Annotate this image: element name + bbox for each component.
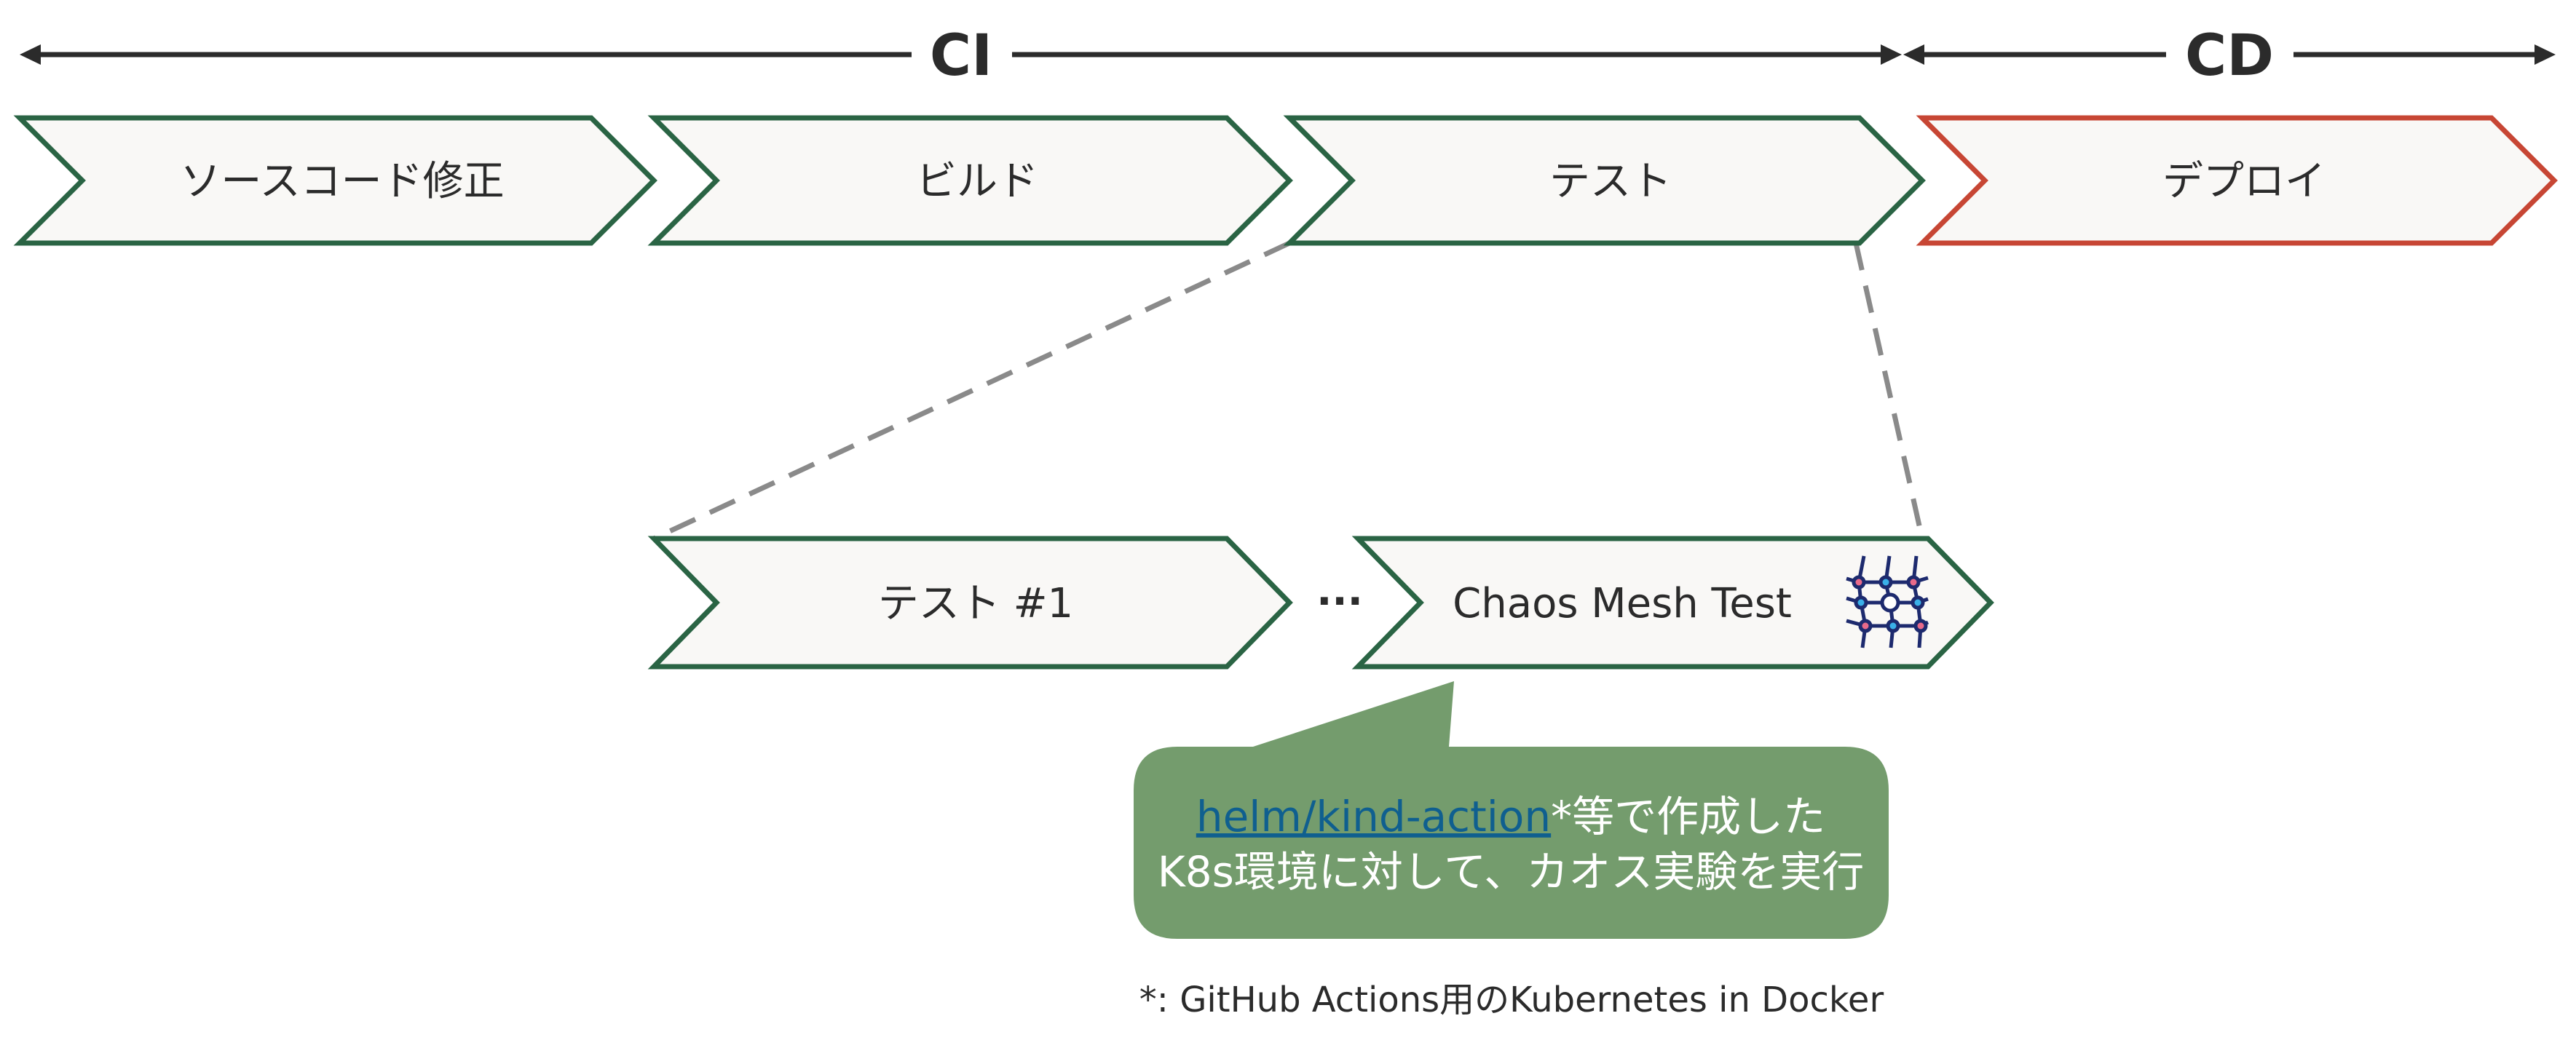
- zoom-line-right: [1853, 242, 1925, 539]
- step-label: Chaos Mesh Test: [1453, 580, 1792, 627]
- helm-kind-action-link[interactable]: helm/kind-action: [1196, 792, 1551, 841]
- step-label: テスト: [1549, 158, 1672, 205]
- arrow-left-head-icon: [1903, 44, 1924, 65]
- step-label: テスト #1: [878, 580, 1073, 627]
- zoom-line-left: [652, 240, 1291, 541]
- cd-label: CD: [2185, 23, 2274, 89]
- step-label: ソースコード修正: [180, 158, 504, 205]
- pipeline-step-deploy: デプロイ: [1916, 115, 2558, 246]
- callout-line-2: K8s環境に対して、カオス実験を実行: [1158, 847, 1865, 897]
- pipeline-step-source-edit: ソースコード修正: [13, 115, 657, 246]
- test-step-1: テスト #1: [647, 536, 1293, 670]
- arrow-left-head-icon: [20, 44, 41, 65]
- callout-bubble: helm/kind-action*等で作成した K8s環境に対して、カオス実験を…: [1134, 681, 1889, 939]
- step-label: ビルド: [916, 158, 1038, 205]
- ci-label: CI: [930, 23, 992, 89]
- callout-line-1-rest: *等で作成した: [1551, 792, 1825, 841]
- arrow-right-head-icon: [2534, 44, 2556, 65]
- chaos-mesh-logo-icon: [1846, 555, 1929, 648]
- pipeline-step-build: ビルド: [647, 115, 1293, 246]
- ellipsis: ···: [1316, 578, 1363, 625]
- test-step-chaos-mesh: Chaos Mesh Test: [1351, 536, 1994, 670]
- footnote: *: GitHub Actions用のKubernetes in Docker: [1139, 980, 1884, 1020]
- arrow-right-head-icon: [1881, 44, 1902, 65]
- step-label: デプロイ: [2162, 158, 2326, 205]
- ci-span-arrow: CI: [20, 23, 1902, 89]
- cd-span-arrow: CD: [1903, 23, 2556, 89]
- callout-line-1: helm/kind-action*等で作成した: [1196, 792, 1825, 841]
- pipeline-step-test: テスト: [1283, 115, 1926, 246]
